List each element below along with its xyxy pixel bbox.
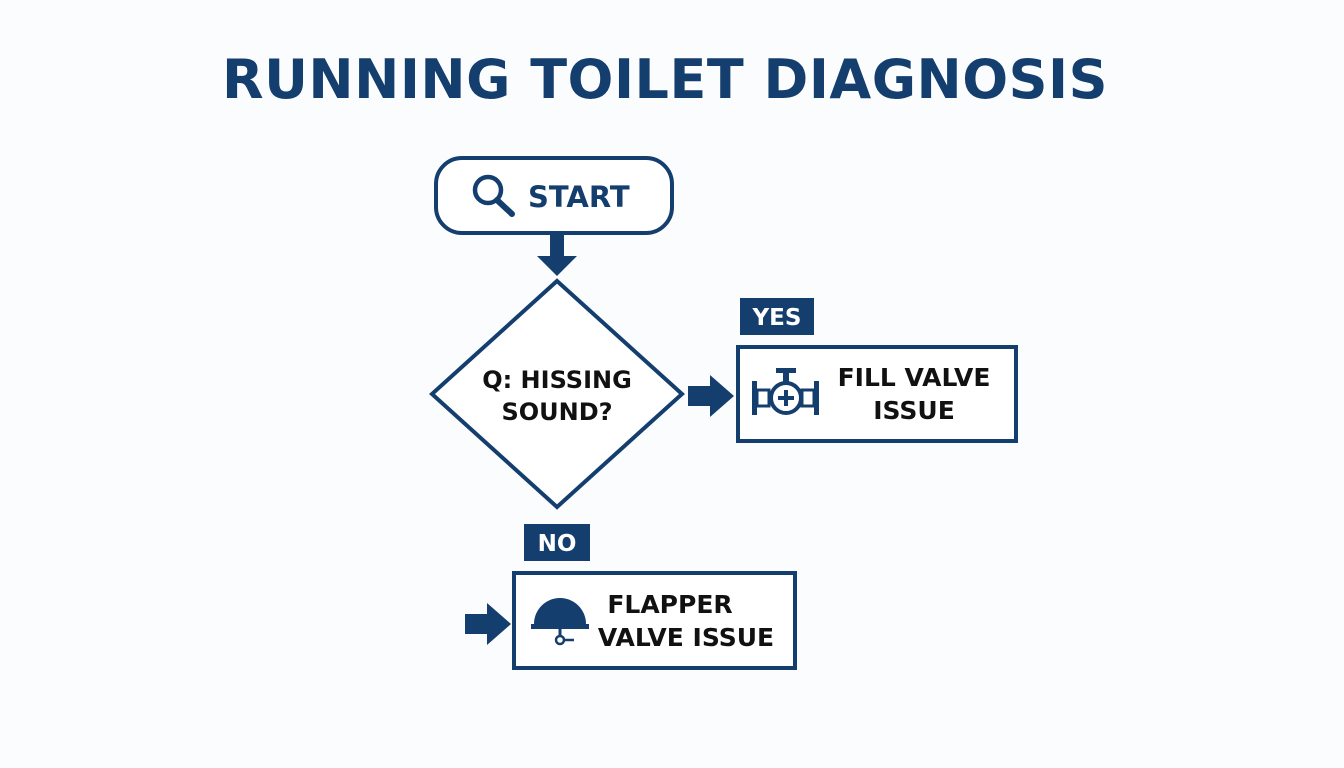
fill-valve-line-2: ISSUE xyxy=(873,396,955,425)
fill-valve-node: FILL VALVE ISSUE xyxy=(736,345,1018,443)
question-line-1: Q: HISSING xyxy=(482,366,632,394)
flapper-icon xyxy=(531,598,589,646)
flapper-line-2: VALVE ISSUE xyxy=(598,623,774,652)
no-badge: NO xyxy=(524,524,590,561)
start-label: START xyxy=(528,180,630,214)
diagram-title: RUNNING TOILET DIAGNOSIS xyxy=(222,48,1108,111)
arrow-no xyxy=(465,603,511,645)
start-node: START xyxy=(434,156,674,235)
flapper-node: FLAPPER VALVE ISSUE xyxy=(512,571,797,670)
yes-label: YES xyxy=(752,305,802,331)
magnifier-icon xyxy=(472,174,515,217)
yes-badge: YES xyxy=(740,298,814,335)
valve-icon xyxy=(752,368,819,415)
arrow-yes xyxy=(688,375,734,417)
arrow-start-to-question xyxy=(537,234,577,276)
fill-valve-line-1: FILL VALVE xyxy=(838,363,991,392)
no-label: NO xyxy=(538,531,577,557)
question-line-2: SOUND? xyxy=(501,398,612,426)
flapper-line-1: FLAPPER xyxy=(607,590,732,619)
question-node: Q: HISSING SOUND? xyxy=(429,278,685,510)
